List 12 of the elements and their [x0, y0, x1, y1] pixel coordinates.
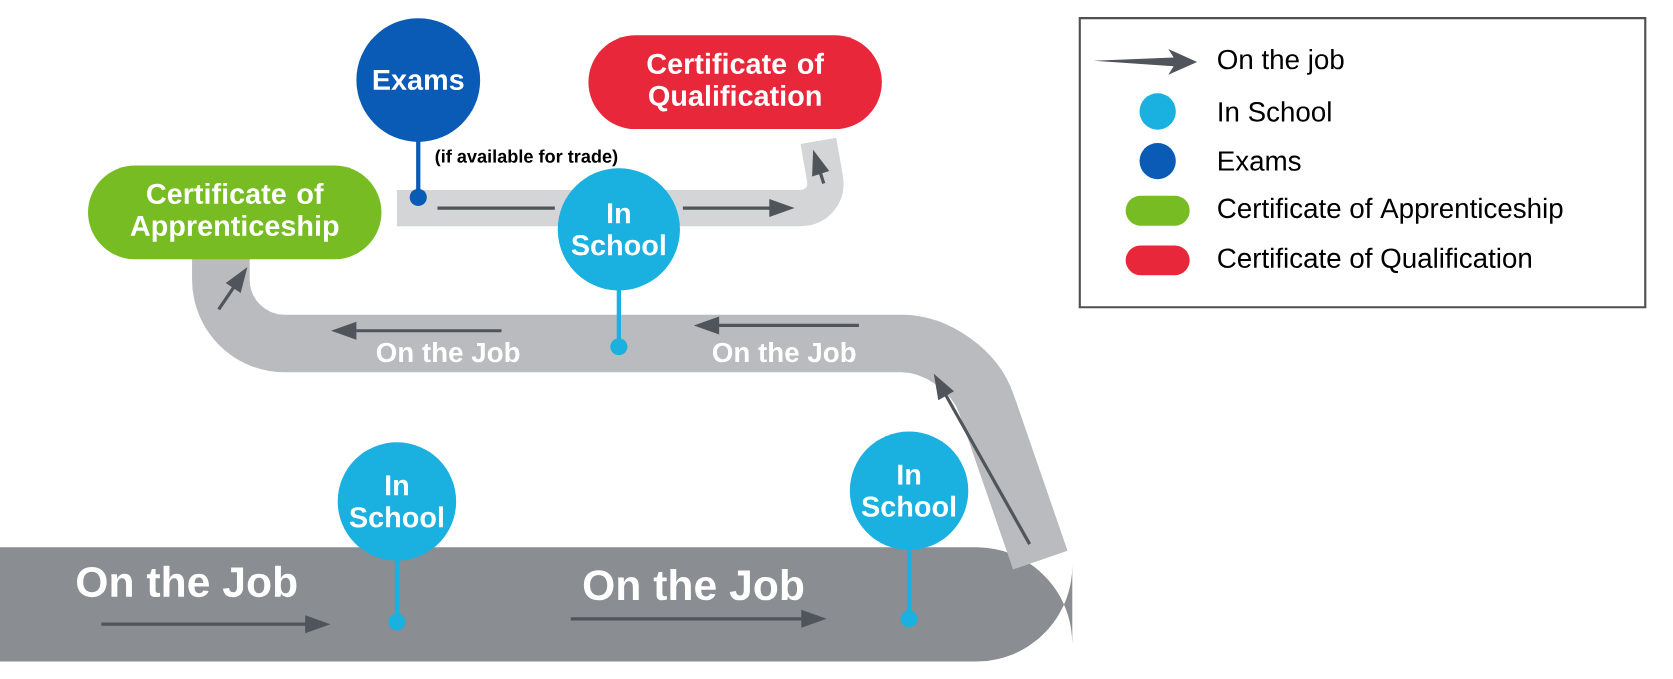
legend-text: Exams [1219, 151, 1301, 171]
legend-text: Certificate of Apprenticeship [1218, 198, 1563, 224]
legend-text: On the job [1218, 49, 1344, 75]
legend-text: In School [1219, 101, 1331, 122]
road-label: On the Job [376, 342, 520, 363]
legend-text: Certificate of Qualification [1218, 247, 1531, 274]
road-label: On the Job [77, 566, 297, 598]
road-label: On the Job [712, 342, 856, 363]
road-label: On the Job [583, 569, 804, 601]
note-text: (if available for trade) [435, 149, 618, 167]
certificate-pill: Certificate of Apprenticeship [88, 165, 382, 260]
certificate-pill: Certificate of Qualification [588, 35, 882, 130]
